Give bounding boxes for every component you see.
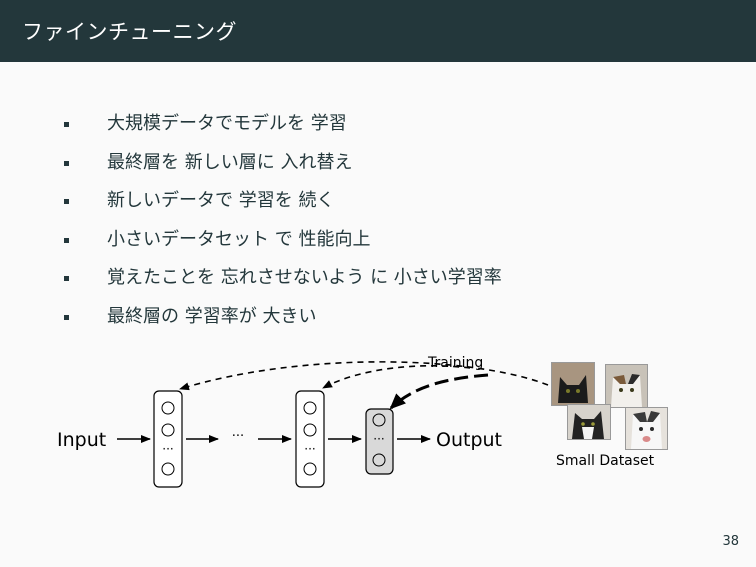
input-label: Input [57, 429, 106, 451]
bullet-item: 最終層の 学習率が 大きい [64, 303, 502, 342]
bullet-list: 大規模データでモデルを 学習 最終層を 新しい層に 入れ替え 新しいデータで 学… [64, 110, 502, 342]
bullet-marker [64, 314, 69, 320]
new-final-layer: ··· [365, 408, 394, 475]
bullet-item: 小さいデータセット で 性能向上 [64, 226, 502, 265]
layer-ellipsis: ··· [373, 432, 384, 446]
bullet-marker [64, 199, 69, 205]
training-arrow-second-layer [322, 364, 471, 389]
middle-ellipsis: ··· [232, 429, 244, 444]
cat-image [606, 365, 647, 407]
bullet-text: 最終層の 学習率が 大きい [107, 305, 317, 327]
layer-ellipsis: ··· [304, 442, 315, 456]
bullet-item: 最終層を 新しい層に 入れ替え [64, 149, 502, 188]
cat-image [626, 408, 667, 449]
layer-2: ··· [295, 390, 325, 488]
bullet-text: 最終層を 新しい層に 入れ替え [107, 151, 353, 173]
bullet-marker [64, 122, 69, 127]
bullet-text: 大規模データでモデルを 学習 [107, 113, 347, 134]
bullet-marker [64, 160, 69, 166]
bullet-item: 新しいデータで 学習を 続く [64, 187, 502, 226]
bullet-item: 覚えたことを 忘れさせないよう に 小さい学習率 [64, 264, 502, 303]
training-arrow-first-layer [179, 361, 549, 391]
bullet-marker [64, 276, 69, 282]
bullet-text: 覚えたことを 忘れさせないよう に 小さい学習率 [107, 267, 502, 289]
page-number: 38 [722, 534, 739, 549]
bullet-item: 大規模データでモデルを 学習 [64, 110, 502, 149]
title-bar: ファインチューニング [0, 0, 756, 62]
bullet-text: 小さいデータセット で 性能向上 [107, 228, 371, 250]
output-label: Output [436, 429, 502, 451]
cat-image [552, 363, 594, 405]
cat-photo-3 [567, 404, 611, 440]
layer-1: ··· [153, 390, 183, 488]
cat-photo-2 [605, 364, 648, 408]
cat-photo-4 [625, 407, 668, 450]
bullet-text: 新しいデータで 学習を 続く [107, 190, 335, 212]
training-arrow-final-layer [389, 373, 489, 410]
layer-ellipsis: ··· [162, 442, 173, 456]
cat-photo-1 [551, 362, 595, 406]
slide-title: ファインチューニング [22, 20, 237, 44]
cat-image [568, 405, 610, 439]
bullet-marker [64, 237, 69, 243]
dataset-label: Small Dataset [556, 453, 655, 469]
